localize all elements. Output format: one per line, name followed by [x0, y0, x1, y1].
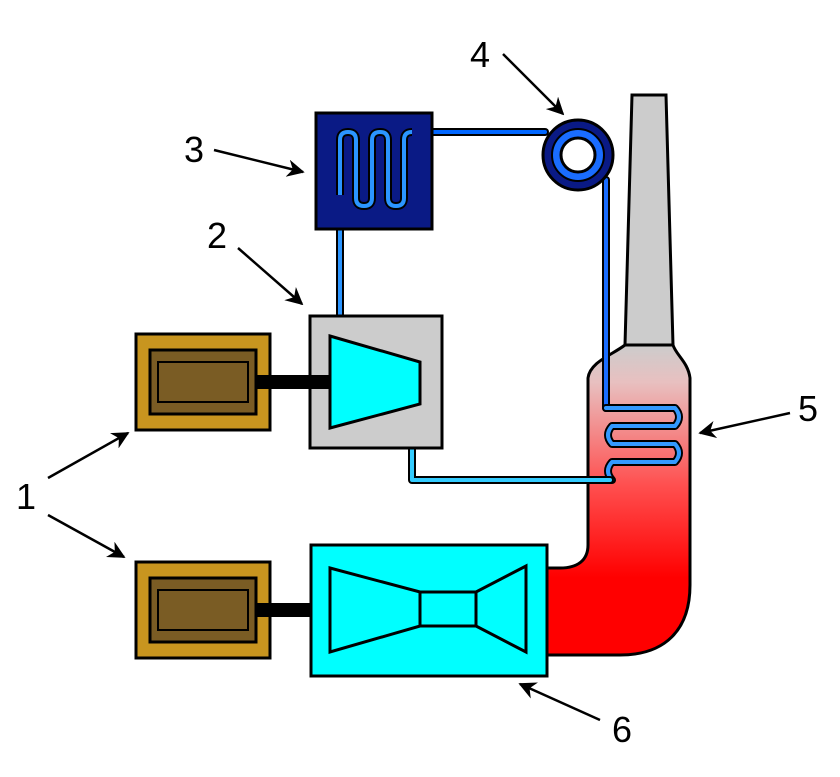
pump-impeller [559, 136, 597, 174]
exhaust-stack [623, 93, 675, 347]
arrow-2 [237, 247, 304, 306]
callout-label-6: 6 [612, 709, 632, 750]
steam-turbine-rotor [328, 334, 422, 430]
callout-arrows [47, 53, 791, 722]
callout-label-1: 1 [16, 476, 36, 517]
arrow-3 [213, 148, 305, 177]
callout-label-5: 5 [798, 388, 818, 429]
generator-lower [134, 560, 330, 660]
arrow-1-lower [47, 513, 126, 559]
condenser [314, 111, 434, 231]
arrow-4 [502, 53, 565, 116]
arrow-1-upper [47, 431, 130, 480]
callout-label-3: 3 [184, 129, 204, 170]
arrow-5 [698, 411, 791, 439]
arrow-6 [518, 682, 601, 722]
gas-turbine [309, 543, 549, 678]
gas-turbine-rotor [328, 563, 528, 655]
callout-label-2: 2 [207, 215, 227, 256]
shaft-upper [256, 375, 330, 389]
steam-turbine [308, 314, 444, 450]
callout-label-4: 4 [470, 34, 490, 75]
generator-upper [134, 332, 330, 432]
pump [541, 118, 615, 192]
